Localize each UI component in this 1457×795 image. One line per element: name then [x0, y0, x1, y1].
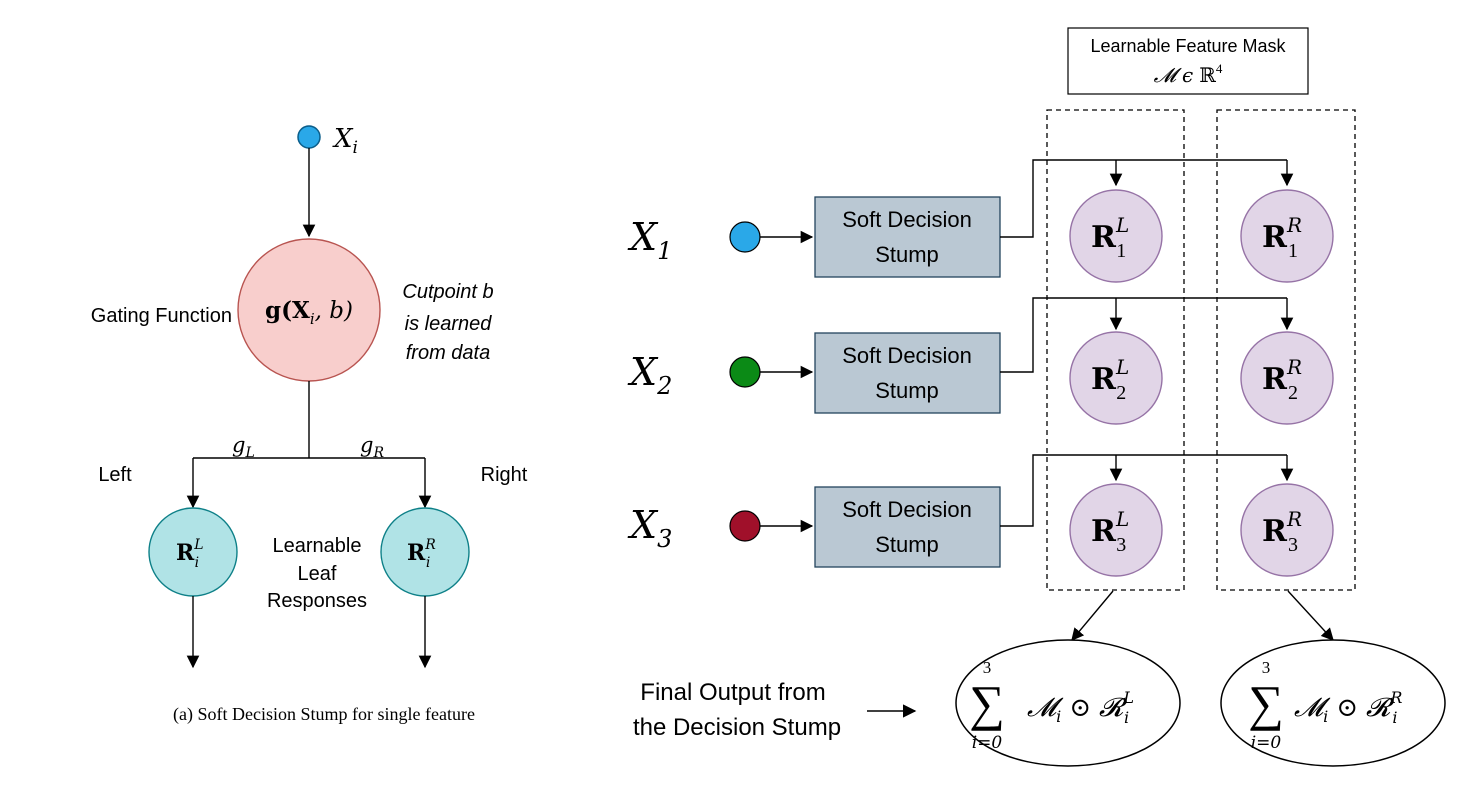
final-output-line-2: the Decision Stump: [633, 714, 841, 741]
row-1-stump-box: [814, 196, 1001, 278]
left-panel-caption: (a) Soft Decision Stump for single featu…: [173, 704, 475, 725]
row-3-connector: [1000, 454, 1287, 527]
arrow-mask-left-to-sum: [1071, 590, 1114, 641]
row-1-leaf-right: [1240, 189, 1334, 283]
cutpoint-line-1: Cutpoint b: [402, 281, 493, 303]
row-2-leaf-left: [1069, 331, 1163, 425]
arrow-mask-right-to-sum: [1287, 590, 1334, 641]
row-2-leaf-right: [1240, 331, 1334, 425]
row-1-leaf-left: [1069, 189, 1163, 283]
sum-left-top: 3: [983, 658, 992, 677]
row-3-stump-line-2: Stump: [875, 532, 939, 557]
row-1-stump-line-1: Soft Decision: [842, 207, 972, 232]
row-3-stump-line-1: Soft Decision: [842, 497, 972, 522]
sum-right-top: 3: [1262, 658, 1271, 677]
gate-left-label: gL: [232, 433, 255, 461]
row-2-stump-line-2: Stump: [875, 378, 939, 403]
sum-right-sigma: ∑: [1248, 675, 1284, 731]
leaf-caption-line-2: Leaf: [298, 563, 337, 585]
cutpoint-line-3: from data: [406, 342, 490, 364]
leaf-caption-line-3: Responses: [267, 590, 367, 612]
row-3-leaf-right: [1240, 483, 1334, 577]
input-label-xi: Xi: [332, 124, 358, 158]
leaf-caption-line-1: Learnable: [273, 535, 362, 557]
row-2-connector: [1000, 297, 1287, 373]
row-2-stump-line-1: Soft Decision: [842, 343, 972, 368]
sum-left-ellipse: [955, 639, 1181, 767]
input-node-xi: [297, 125, 321, 149]
left-panel: Xi g(Xi, b) Gating Function Cutpoint b i…: [91, 124, 528, 725]
left-label: Left: [98, 464, 132, 486]
gating-node-label: g(Xi, b): [265, 297, 353, 328]
sum-right-ellipse: [1220, 639, 1446, 767]
row-3-input-node: [729, 510, 761, 542]
row-2-input-node: [729, 356, 761, 388]
row-1-x-label: X1: [627, 215, 672, 265]
row-2-stump-box: [814, 332, 1001, 414]
mask-box-title: Learnable Feature Mask: [1090, 36, 1286, 56]
row-1-stump-line-2: Stump: [875, 242, 939, 267]
row-3-x-label: X3: [627, 503, 672, 553]
sum-right-bottom: i=0: [1251, 733, 1282, 753]
sum-left-sigma: ∑: [969, 675, 1005, 731]
mask-box: [1067, 27, 1309, 95]
sum-left-bottom: i=0: [972, 733, 1003, 753]
cutpoint-line-2: is learned: [405, 313, 493, 335]
gating-function-label: Gating Function: [91, 305, 232, 327]
row-1-input-node: [729, 221, 761, 253]
row-1-connector: [1000, 159, 1287, 238]
row-2-x-label: X2: [627, 350, 672, 400]
gate-right-label: gR: [360, 433, 384, 461]
right-label: Right: [481, 464, 528, 486]
row-3-leaf-left: [1069, 483, 1163, 577]
mask-column-right: [1216, 109, 1356, 591]
row-3-stump-box: [814, 486, 1001, 568]
final-output-line-1: Final Output from: [640, 679, 825, 706]
mask-column-left: [1046, 109, 1185, 591]
